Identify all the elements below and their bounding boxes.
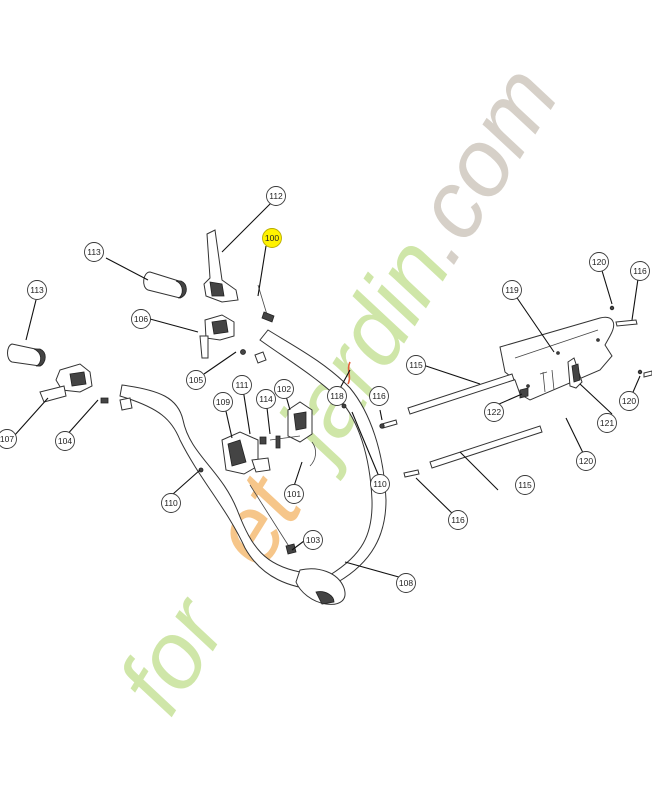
callout-label: 111 — [236, 380, 249, 390]
mounting-plate — [499, 316, 615, 401]
callout-label: 120 — [622, 396, 636, 406]
callout-label: 108 — [399, 578, 413, 588]
callout-label: 120 — [579, 456, 593, 466]
callout-label: 100 — [265, 233, 279, 243]
callout-116-left[interactable]: 116 — [369, 386, 389, 406]
callout-label: 122 — [487, 407, 501, 417]
callout-113-left[interactable]: 113 — [27, 280, 47, 300]
grip-right — [143, 271, 187, 299]
callout-107[interactable]: 107 — [0, 429, 17, 449]
callout-100[interactable]: 100 — [262, 228, 282, 248]
callout-label: 101 — [287, 489, 301, 499]
callout-label: 107 — [0, 434, 14, 444]
callout-label: 113 — [87, 247, 101, 257]
callout-label: 121 — [600, 418, 614, 428]
callout-122[interactable]: 122 — [484, 402, 504, 422]
callout-109[interactable]: 109 — [213, 392, 233, 412]
callout-120-right[interactable]: 120 — [619, 391, 639, 411]
callout-114[interactable]: 114 — [256, 389, 276, 409]
callout-119[interactable]: 119 — [502, 280, 522, 300]
callout-label: 115 — [518, 480, 532, 490]
callout-110-left[interactable]: 110 — [161, 493, 181, 513]
callout-112[interactable]: 112 — [266, 186, 286, 206]
callout-label: 102 — [277, 384, 291, 394]
callout-label: 120 — [592, 257, 606, 267]
callout-115-top[interactable]: 115 — [406, 355, 426, 375]
throttle-housing — [39, 363, 93, 403]
callout-label: 113 — [30, 285, 44, 295]
lever-assembly — [203, 229, 239, 303]
callout-label: 112 — [269, 191, 283, 201]
callout-label: 119 — [505, 285, 519, 295]
callout-121[interactable]: 121 — [597, 413, 617, 433]
callout-106[interactable]: 106 — [131, 309, 151, 329]
callout-label: 118 — [330, 391, 344, 401]
callout-label: 115 — [409, 360, 423, 370]
rods — [407, 373, 543, 469]
hardware — [100, 284, 652, 555]
callout-label: 104 — [58, 436, 72, 446]
callout-label: 110 — [373, 479, 387, 489]
callout-113-right[interactable]: 113 — [84, 242, 104, 262]
callout-120-bottom[interactable]: 120 — [576, 451, 596, 471]
callout-115-bottom[interactable]: 115 — [515, 475, 535, 495]
callout-label: 105 — [189, 375, 203, 385]
callout-label: 110 — [164, 498, 178, 508]
lever-bracket — [287, 401, 313, 443]
callout-120-top[interactable]: 120 — [589, 252, 609, 272]
callout-116-bottom[interactable]: 116 — [448, 510, 468, 530]
grip-left — [7, 343, 46, 367]
callout-label: 114 — [259, 394, 273, 404]
callout-label: 116 — [633, 266, 647, 276]
callout-103[interactable]: 103 — [303, 530, 323, 550]
callout-label: 116 — [372, 391, 386, 401]
clutch-lever — [199, 314, 235, 359]
callout-105[interactable]: 105 — [186, 370, 206, 390]
callout-118[interactable]: 118 — [327, 386, 347, 406]
control-box — [221, 431, 271, 475]
callout-label: 116 — [451, 515, 465, 525]
watermark-brand-part1: for — [98, 578, 248, 731]
callout-101[interactable]: 101 — [284, 484, 304, 504]
callout-label: 103 — [306, 535, 320, 545]
callout-111[interactable]: 111 — [232, 375, 252, 395]
callout-label: 109 — [216, 397, 230, 407]
callouts: 100 101 102 103 104 105 106 107 108 109 … — [0, 186, 650, 593]
callout-110-right[interactable]: 110 — [370, 474, 390, 494]
callout-102[interactable]: 102 — [274, 379, 294, 399]
callout-label: 106 — [134, 314, 148, 324]
cable-accent — [347, 361, 351, 385]
callout-116-right[interactable]: 116 — [630, 261, 650, 281]
callout-108[interactable]: 108 — [396, 573, 416, 593]
callout-104[interactable]: 104 — [55, 431, 75, 451]
